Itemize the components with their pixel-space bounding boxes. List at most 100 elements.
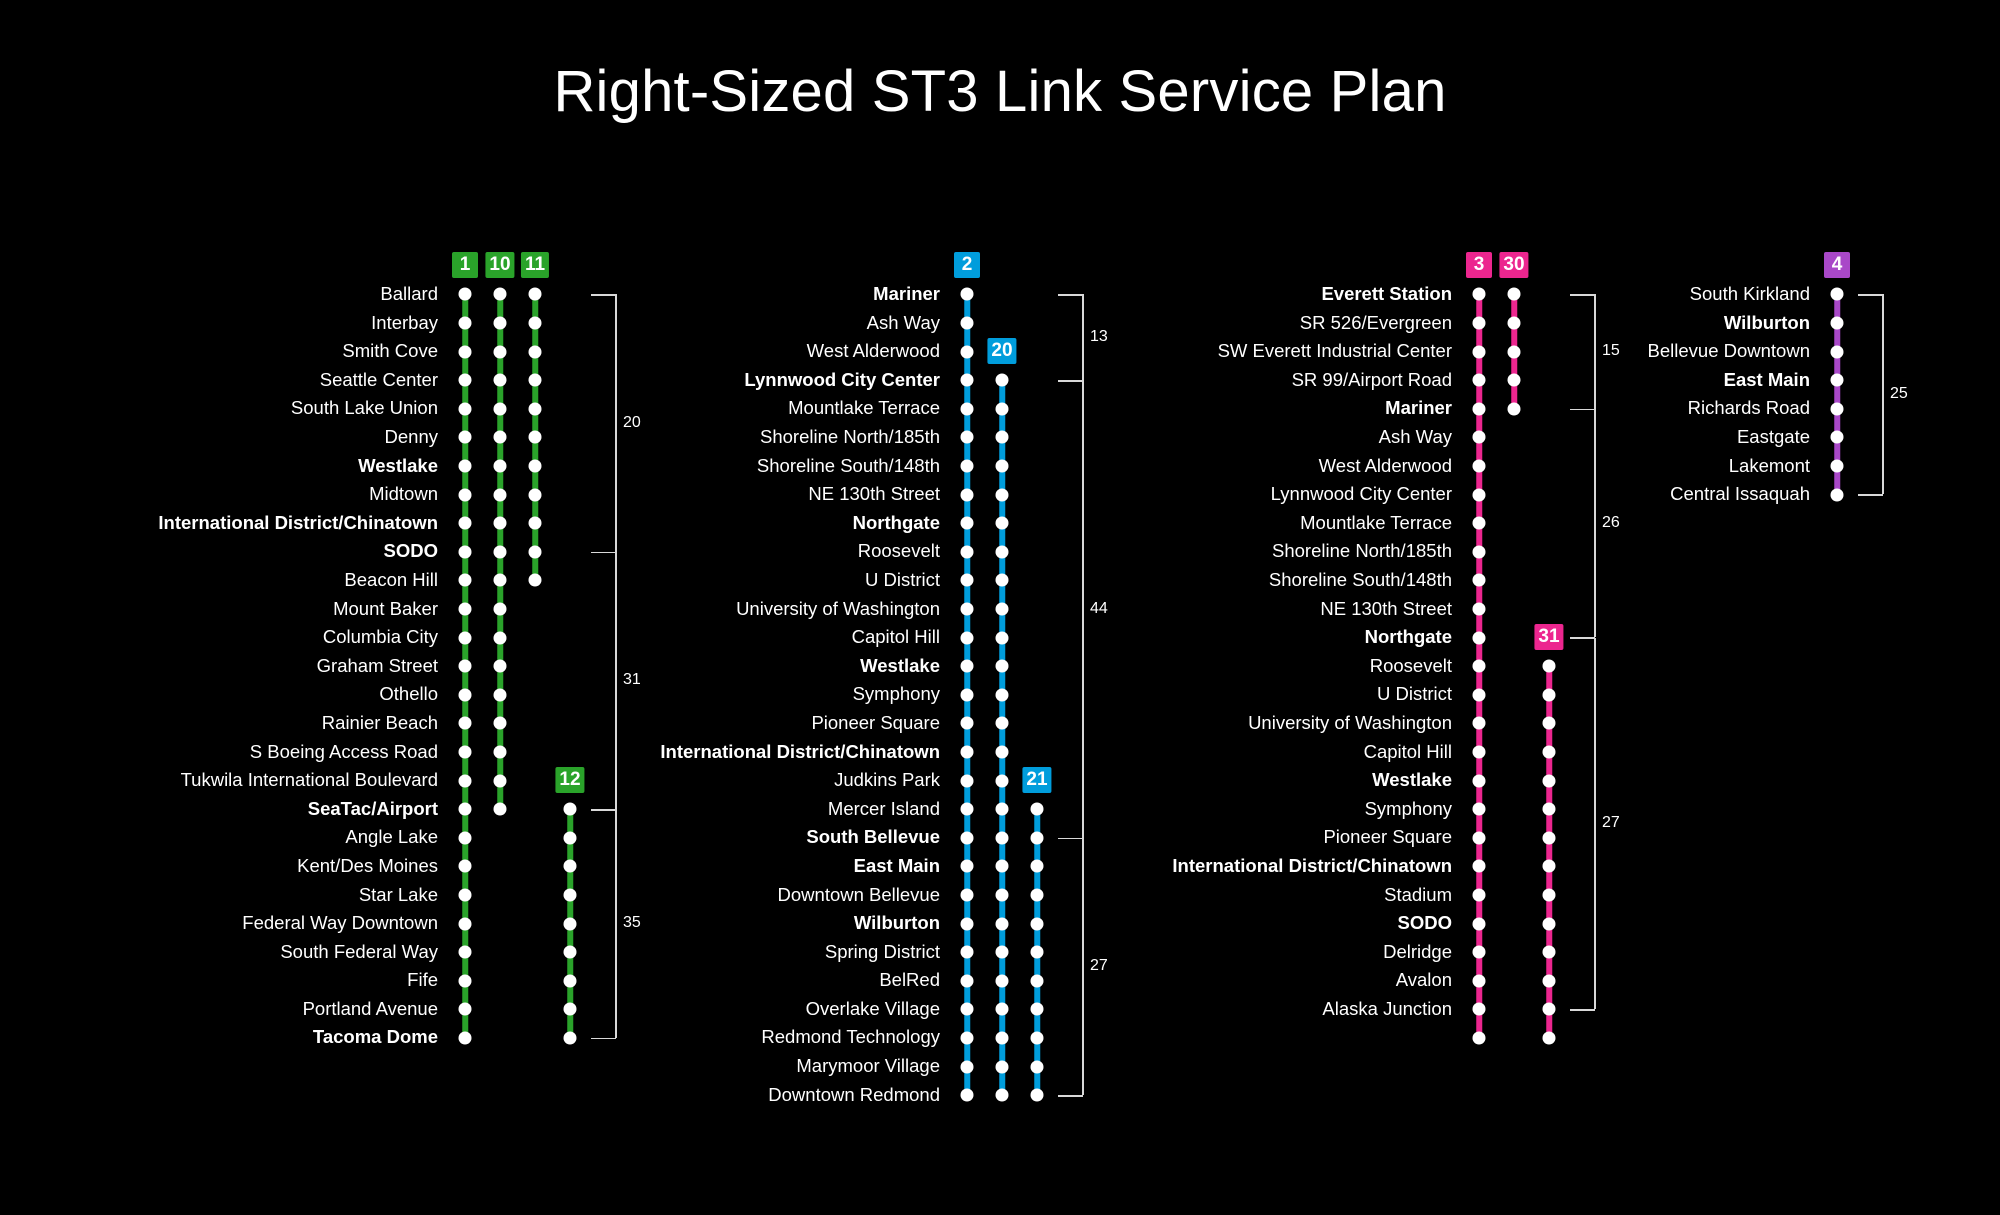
station-dot[interactable] <box>960 287 974 301</box>
station-dot[interactable] <box>1472 974 1486 988</box>
station-dot[interactable] <box>995 459 1009 473</box>
station-dot[interactable] <box>1472 745 1486 759</box>
station-dot[interactable] <box>1472 659 1486 673</box>
station-dot[interactable] <box>995 659 1009 673</box>
station-dot[interactable] <box>1830 373 1844 387</box>
station-dot[interactable] <box>458 1002 472 1016</box>
station-dot[interactable] <box>1472 602 1486 616</box>
station-dot[interactable] <box>1030 917 1044 930</box>
station-dot[interactable] <box>1472 917 1486 930</box>
station-dot[interactable] <box>493 373 507 387</box>
station-dot[interactable] <box>493 716 507 730</box>
station-dot[interactable] <box>1542 859 1556 873</box>
station-dot[interactable] <box>1030 802 1044 816</box>
station-dot[interactable] <box>960 802 974 816</box>
station-dot[interactable] <box>493 345 507 358</box>
station-dot[interactable] <box>1472 488 1486 501</box>
station-dot[interactable] <box>458 716 472 730</box>
route-column-30[interactable]: 30 <box>1499 252 1529 1024</box>
station-dot[interactable] <box>995 888 1009 902</box>
station-dot[interactable] <box>528 573 542 587</box>
station-dot[interactable] <box>995 745 1009 759</box>
station-dot[interactable] <box>528 488 542 501</box>
station-dot[interactable] <box>1472 631 1486 644</box>
station-dot[interactable] <box>458 402 472 416</box>
station-dot[interactable] <box>995 1031 1009 1045</box>
station-dot[interactable] <box>960 945 974 959</box>
station-dot[interactable] <box>1472 831 1486 845</box>
station-dot[interactable] <box>1830 402 1844 416</box>
station-dot[interactable] <box>1830 430 1844 444</box>
station-dot[interactable] <box>458 287 472 301</box>
station-dot[interactable] <box>563 831 577 845</box>
station-dot[interactable] <box>1507 345 1521 358</box>
station-dot[interactable] <box>458 459 472 473</box>
station-dot[interactable] <box>1542 774 1556 787</box>
route-column-20[interactable]: 20 <box>987 280 1017 1109</box>
route-column-12[interactable]: 12 <box>555 280 585 1052</box>
route-badge-12[interactable]: 12 <box>555 766 585 793</box>
station-dot[interactable] <box>458 631 472 644</box>
station-dot[interactable] <box>458 859 472 873</box>
station-dot[interactable] <box>1472 459 1486 473</box>
route-badge-4[interactable]: 4 <box>1824 252 1850 278</box>
station-dot[interactable] <box>960 516 974 530</box>
route-badge-31[interactable]: 31 <box>1534 623 1564 650</box>
station-dot[interactable] <box>458 945 472 959</box>
station-dot[interactable] <box>1542 716 1556 730</box>
station-dot[interactable] <box>995 945 1009 959</box>
station-dot[interactable] <box>960 659 974 673</box>
station-dot[interactable] <box>995 488 1009 501</box>
route-column-21[interactable]: 21 <box>1022 280 1052 1109</box>
station-dot[interactable] <box>458 345 472 358</box>
station-dot[interactable] <box>1030 1002 1044 1016</box>
station-dot[interactable] <box>1542 831 1556 845</box>
station-dot[interactable] <box>563 802 577 816</box>
station-dot[interactable] <box>528 402 542 416</box>
station-dot[interactable] <box>960 774 974 787</box>
station-dot[interactable] <box>995 545 1009 559</box>
station-dot[interactable] <box>1472 430 1486 444</box>
station-dot[interactable] <box>995 402 1009 416</box>
station-dot[interactable] <box>1472 345 1486 358</box>
route-badge-10[interactable]: 10 <box>485 252 515 278</box>
station-dot[interactable] <box>1830 459 1844 473</box>
route-badge-30[interactable]: 30 <box>1499 252 1529 278</box>
station-dot[interactable] <box>1030 974 1044 988</box>
route-badge-21[interactable]: 21 <box>1022 766 1052 793</box>
station-dot[interactable] <box>493 402 507 416</box>
station-dot[interactable] <box>960 402 974 416</box>
station-dot[interactable] <box>995 1002 1009 1016</box>
station-dot[interactable] <box>1542 945 1556 959</box>
station-dot[interactable] <box>563 974 577 988</box>
station-dot[interactable] <box>960 688 974 702</box>
station-dot[interactable] <box>458 659 472 673</box>
station-dot[interactable] <box>995 716 1009 730</box>
station-dot[interactable] <box>1472 888 1486 902</box>
station-dot[interactable] <box>493 459 507 473</box>
station-dot[interactable] <box>563 1002 577 1016</box>
station-dot[interactable] <box>493 602 507 616</box>
station-dot[interactable] <box>960 1060 974 1073</box>
station-dot[interactable] <box>493 488 507 501</box>
station-dot[interactable] <box>458 774 472 787</box>
station-dot[interactable] <box>960 974 974 988</box>
station-dot[interactable] <box>1030 945 1044 959</box>
station-dot[interactable] <box>1472 573 1486 587</box>
station-dot[interactable] <box>493 745 507 759</box>
station-dot[interactable] <box>995 802 1009 816</box>
route-column-1[interactable]: 1 <box>452 252 478 1052</box>
station-dot[interactable] <box>563 917 577 930</box>
station-dot[interactable] <box>960 831 974 845</box>
route-column-10[interactable]: 10 <box>485 252 515 1052</box>
station-dot[interactable] <box>1472 287 1486 301</box>
station-dot[interactable] <box>1472 373 1486 387</box>
station-dot[interactable] <box>1472 774 1486 787</box>
station-dot[interactable] <box>563 945 577 959</box>
station-dot[interactable] <box>563 859 577 873</box>
station-dot[interactable] <box>960 316 974 330</box>
station-dot[interactable] <box>1542 974 1556 988</box>
station-dot[interactable] <box>458 602 472 616</box>
station-dot[interactable] <box>960 745 974 759</box>
station-dot[interactable] <box>960 545 974 559</box>
